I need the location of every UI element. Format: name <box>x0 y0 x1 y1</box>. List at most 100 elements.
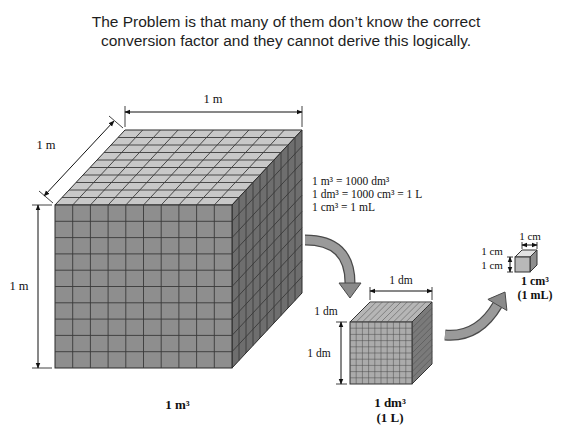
grid-line <box>214 205 215 368</box>
extension-line <box>302 106 303 127</box>
curved-arrow <box>305 240 361 298</box>
grid-line <box>350 365 412 366</box>
conversion-equation: 1 cm³ = 1 mL <box>312 201 375 214</box>
grid-line <box>366 306 428 307</box>
grid-line <box>55 286 232 287</box>
conversion-equation: 1 dm³ = 1000 cm³ = 1 L <box>312 188 422 201</box>
dimension-line <box>38 205 39 368</box>
grid-line <box>424 310 425 372</box>
grid-line <box>197 130 267 205</box>
grid-line <box>350 371 412 372</box>
arrow-head <box>488 292 507 311</box>
extension-line <box>370 287 371 300</box>
grid-line <box>214 130 284 205</box>
unit-cube: 1 cm³(1 mL) <box>505 246 565 304</box>
dimension-label: 1 m <box>203 93 222 107</box>
cube-front-face <box>350 322 412 384</box>
arrow-body <box>305 240 350 283</box>
extension-line <box>32 368 52 369</box>
cube-side-face <box>232 130 302 368</box>
dimension-label: 1 m <box>36 139 55 153</box>
grid-line <box>232 260 302 335</box>
grid-line <box>368 304 430 305</box>
dimension-line <box>44 121 114 196</box>
dimension-line <box>341 322 342 384</box>
grid-line <box>426 308 427 370</box>
grid-line <box>350 359 412 360</box>
extension-line <box>32 205 52 206</box>
dimension-line <box>370 291 432 292</box>
grid-line <box>412 345 432 365</box>
cube-caption: 1 dm³(1 L) <box>335 395 445 425</box>
unit-cube: 1 m³ <box>50 125 305 423</box>
dimension-label: 1 dm <box>389 274 412 287</box>
grid-line <box>360 312 422 313</box>
grid-line <box>350 377 412 378</box>
dimension-label: 1 dm <box>314 305 337 318</box>
grid-line <box>111 145 288 146</box>
dimension-label: 1 dm <box>307 347 330 360</box>
grid-line <box>97 160 274 161</box>
grid-line <box>387 302 407 322</box>
cube-side-face <box>530 250 537 272</box>
cube-caption: 1 cm³(1 mL) <box>505 274 565 302</box>
grid-line <box>405 322 406 384</box>
grid-line <box>428 306 429 368</box>
dimension-line <box>510 257 511 272</box>
cube <box>515 250 537 272</box>
grid-line <box>393 322 394 384</box>
grid-line <box>179 130 249 205</box>
extension-line <box>109 116 123 128</box>
grid-line <box>104 152 281 153</box>
volume-label: 1 m³ <box>50 397 305 412</box>
grid-line <box>393 302 413 322</box>
volume-equivalent: (1 mL) <box>505 288 565 302</box>
grid-line <box>196 205 197 368</box>
dimension-line <box>522 245 537 246</box>
volume-label: 1 dm³ <box>335 395 445 410</box>
grid-line <box>55 302 232 303</box>
grid-line <box>178 205 179 368</box>
grid-line <box>412 352 432 372</box>
arrow-body-outline <box>305 240 350 283</box>
volume-label: 1 cm³ <box>505 274 565 288</box>
cube-caption: 1 m³ <box>50 397 305 412</box>
grid-line <box>232 228 302 303</box>
extension-line <box>125 106 126 127</box>
grid-line <box>400 302 420 322</box>
grid-line <box>288 145 289 308</box>
arrow-body <box>445 305 497 335</box>
dimension-label: 1 cm <box>481 245 503 257</box>
grid-line <box>90 167 267 168</box>
extension-line <box>432 287 433 300</box>
grid-line <box>406 302 426 322</box>
dimension-label: 1 cm <box>481 259 503 271</box>
cube-side-face <box>412 302 432 384</box>
cube-front-face <box>515 257 530 272</box>
grid-line <box>281 153 282 316</box>
grid-line <box>362 310 424 311</box>
grid-line <box>387 322 388 384</box>
grid-line <box>350 353 412 354</box>
cube-front-face <box>55 205 232 368</box>
conversion-equation: 1 m³ = 1000 dm³ <box>312 175 389 188</box>
cube <box>55 130 302 368</box>
arrow-head <box>339 283 361 298</box>
curved-arrow <box>445 292 507 335</box>
volume-equivalent: (1 L) <box>335 410 445 425</box>
grid-line <box>412 333 432 353</box>
grid-line <box>412 339 432 359</box>
grid-line <box>55 351 232 352</box>
grid-line <box>55 319 232 320</box>
grid-line <box>232 212 302 287</box>
grid-line <box>399 322 400 384</box>
cube <box>350 302 432 384</box>
slide-title: The Problem is that many of them don’t k… <box>66 12 506 50</box>
grid-line <box>232 244 302 319</box>
dimension-line <box>125 112 302 113</box>
grid-line <box>232 277 302 352</box>
